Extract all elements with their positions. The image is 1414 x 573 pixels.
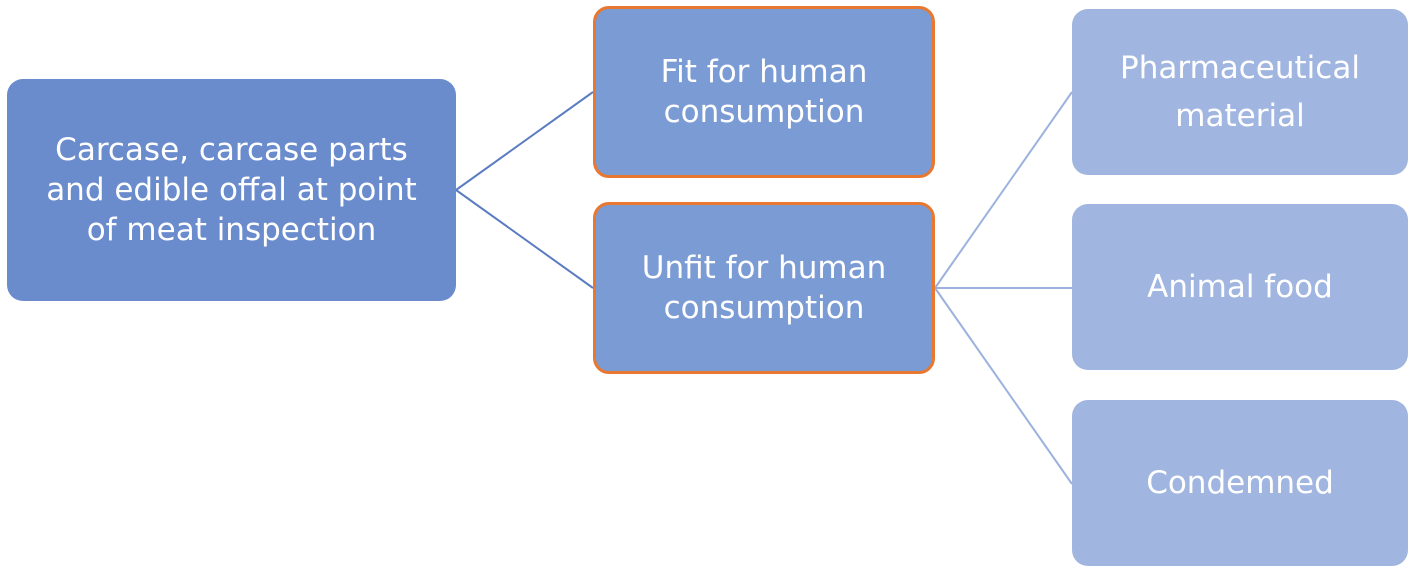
branch-node-fit: Fit for human consumption — [593, 6, 935, 178]
root-node: Carcase, carcase parts and edible offal … — [7, 79, 456, 301]
connector-root-to-fit — [455, 91, 594, 191]
connector-root-to-unfit — [455, 189, 594, 289]
connector-unfit-to-pharma — [934, 91, 1073, 289]
leaf-node-animal-food: Animal food — [1072, 204, 1408, 370]
leaf-node-pharmaceutical-material: Pharmaceutical material — [1072, 9, 1408, 175]
branch-node-fit-label: Fit for human consumption — [660, 53, 868, 130]
branch-node-unfit: Unfit for human consumption — [593, 202, 935, 374]
root-node-label: Carcase, carcase parts and edible offal … — [46, 131, 417, 249]
leaf-node-pharmaceutical-material-label: Pharmaceutical material — [1120, 49, 1360, 134]
leaf-node-animal-food-label: Animal food — [1147, 268, 1333, 305]
leaf-node-condemned: Condemned — [1072, 400, 1408, 566]
leaf-node-condemned-label: Condemned — [1146, 464, 1334, 501]
connector-unfit-to-condemned — [934, 287, 1073, 485]
branch-node-unfit-label: Unfit for human consumption — [641, 249, 887, 326]
